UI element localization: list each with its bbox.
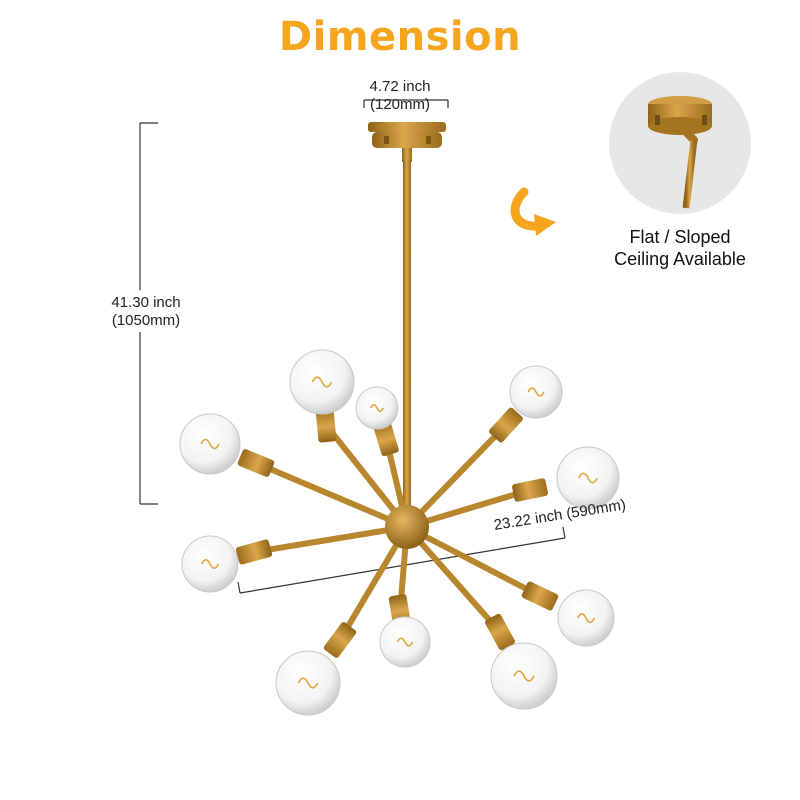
filament [396,637,414,647]
arm-7 [404,524,615,647]
arm-6 [181,524,410,593]
filament [200,438,220,450]
down-rod [403,160,411,520]
filament [297,677,319,689]
filament [200,559,220,569]
width-dimension-label: 4.72 inch (120mm) [369,78,431,113]
filament [576,613,596,623]
socket [315,407,337,443]
filament [311,376,333,388]
center-hub [385,505,429,549]
arm-8 [275,524,410,716]
socket [512,478,548,502]
socket [237,449,275,477]
filament [527,387,545,397]
curved-arrow-icon [510,187,556,236]
page-title: Dimension [278,14,522,60]
width-dimension-line [363,99,449,108]
ceiling-label-line1: Flat / Sloped [629,227,731,247]
arm-9 [379,524,431,668]
filament [577,472,599,484]
ceiling-label-line2: Ceiling Available [614,249,746,269]
arm-2 [355,386,410,530]
socket [521,581,559,611]
ceiling-availability-label: Flat / Sloped Ceiling Available [590,226,770,270]
filament [369,404,385,412]
arm-3 [404,365,563,530]
arm-4 [179,413,410,530]
height-dimension-label: 41.30 inch (1050mm) [96,294,196,330]
filament [513,670,535,682]
socket [323,622,357,658]
ceiling-canopy-detail [609,72,751,214]
ceiling-canopy [368,122,446,162]
arm-10 [404,524,558,710]
height-dimension-mm: (1050mm) [111,312,181,329]
socket [489,407,523,443]
height-dimension-line [139,122,158,505]
height-dimension-inch: 41.30 inch [111,294,181,311]
socket [485,613,515,651]
socket [235,539,273,565]
